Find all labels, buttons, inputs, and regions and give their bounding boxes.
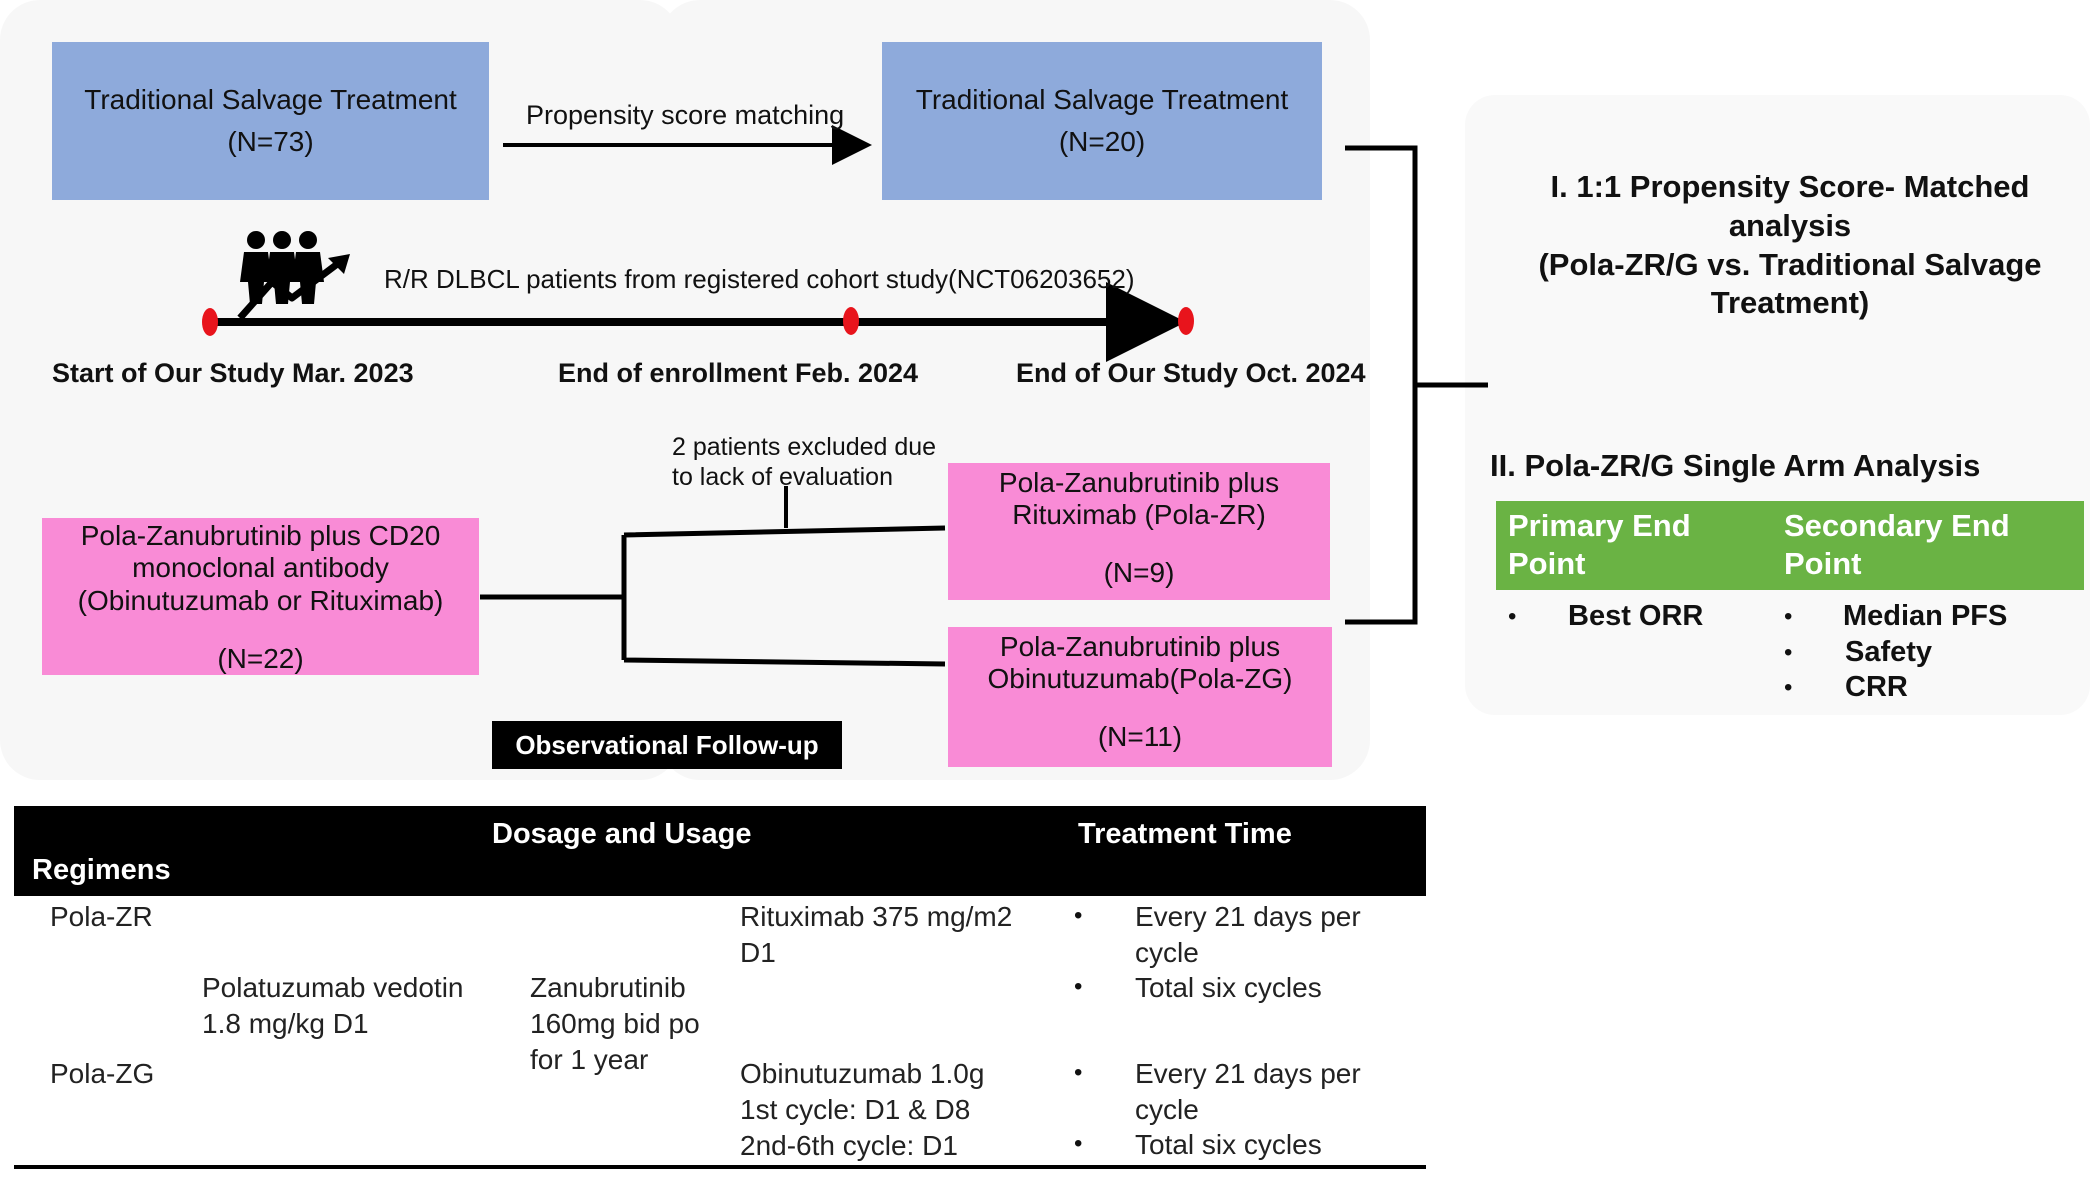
cell-line: 160mg bid po [530, 1007, 700, 1039]
cell-line: Every 21 days per [1135, 1058, 1361, 1089]
cell-line: Obinutuzumab 1.0g [740, 1058, 985, 1089]
study-end-marker [1178, 307, 1194, 335]
bullet: • [1074, 1059, 1083, 1086]
header-treatment-time: Treatment Time [1078, 818, 1292, 850]
upward-trend-arrow-icon [237, 254, 350, 321]
cell-line: 2nd-6th cycle: D1 [740, 1129, 958, 1161]
box-line: monoclonal antibody [132, 552, 389, 584]
psm-analysis-title: I. 1:1 Propensity Score- Matched analysi… [1500, 168, 2080, 323]
cell-line: cycle [1135, 936, 1199, 968]
header-line: Point [1784, 545, 1862, 581]
traditional-treatment-box-a: Traditional Salvage Treatment (N=73) [52, 42, 489, 200]
primary-endpoint-item: Best ORR [1568, 600, 1704, 632]
cell-line: for 1 year [530, 1043, 649, 1075]
people-group-icon [240, 231, 324, 304]
milestone-enrollment-end: End of enrollment Feb. 2024 [558, 358, 919, 388]
primary-endpoint-header: Primary End Point [1508, 507, 1691, 583]
cell-line: Zanubrutinib [530, 972, 686, 1003]
bullet: • [1508, 603, 1517, 630]
box-count: (N=73) [227, 126, 314, 157]
bullet: • [1074, 1130, 1083, 1157]
box-line: Pola-Zanubrutinib plus [998, 467, 1280, 498]
box-line: Obinutuzumab(Pola-ZG) [987, 663, 1293, 695]
cell-line: cycle [1135, 1093, 1199, 1125]
followup-label: Observational Follow-up [492, 721, 842, 769]
secondary-endpoint-header: Secondary End Point [1784, 507, 2010, 583]
bracket-to-right [1345, 145, 1488, 625]
right-panel [1465, 95, 2090, 715]
time-zg-total: Total six cycles [1135, 1129, 1322, 1160]
cell-line: Every 21 days per [1135, 901, 1361, 932]
single-arm-title: II. Pola-ZR/G Single Arm Analysis [1490, 448, 1981, 483]
time-zg-schedule: Every 21 days per cycle [1135, 1056, 1361, 1128]
cell-line: Rituximab 375 mg/m2 [740, 901, 1013, 932]
excluded-note-line: to lack of evaluation [672, 463, 893, 491]
time-zr-total: Total six cycles [1135, 972, 1322, 1003]
bullet: • [1784, 674, 1793, 701]
milestone-study-end: End of Our Study Oct. 2024 [1016, 358, 1366, 388]
box-line: Rituximab (Pola-ZR) [1012, 499, 1266, 531]
box-title: Traditional Salvage Treatment [915, 84, 1289, 115]
box-count: (N=9) [1103, 557, 1175, 589]
box-title: Traditional Salvage Treatment [84, 84, 457, 115]
regimen-pola-zg: Pola-ZG [50, 1058, 155, 1089]
table-header [14, 806, 1426, 896]
title-line: I. 1:1 Propensity Score- Matched [1550, 169, 2030, 204]
polatuzumab-dosage: Polatuzumab vedotin 1.8 mg/kg D1 [202, 970, 464, 1042]
split-bracket [480, 525, 946, 667]
header-regimens: Regimens [32, 854, 171, 886]
zanubrutinib-dosage: Zanubrutinib 160mg bid po for 1 year [530, 970, 700, 1077]
enrollment-end-marker [843, 307, 859, 335]
traditional-treatment-box-b: Traditional Salvage Treatment (N=20) [882, 42, 1322, 200]
title-line: analysis [1728, 207, 1852, 243]
header-line: Primary End [1508, 508, 1691, 543]
box-count: (N=11) [1097, 721, 1183, 753]
title-line: Treatment) [1710, 285, 1870, 321]
obinutuzumab-dosage: Obinutuzumab 1.0g 1st cycle: D1 & D8 2nd… [740, 1056, 984, 1163]
bullet: • [1784, 639, 1793, 666]
box-line: Pola-Zanubrutinib plus [999, 631, 1281, 662]
secondary-endpoint-item: CRR [1845, 671, 1908, 703]
box-count: (N=20) [1058, 126, 1146, 157]
pola-zg-box: Pola-Zanubrutinib plus Obinutuzumab(Pola… [948, 627, 1332, 767]
excluded-note: 2 patients excluded due to lack of evalu… [672, 432, 936, 492]
header-line: Point [1508, 545, 1586, 581]
header-line: Secondary End [1784, 508, 2010, 543]
cell-line: 1st cycle: D1 & D8 [740, 1093, 971, 1125]
followup-text: Observational Follow-up [515, 729, 819, 760]
pola-cd20-box: Pola-Zanubrutinib plus CD20 monoclonal a… [42, 518, 479, 675]
regimen-pola-zr: Pola-ZR [50, 901, 153, 932]
rituximab-dosage: Rituximab 375 mg/m2 D1 [740, 899, 1012, 971]
header-dosage: Dosage and Usage [492, 818, 752, 850]
excluded-note-line: 2 patients excluded due [672, 433, 937, 461]
psm-label: Propensity score matching [526, 100, 845, 130]
endpoint-header: Primary End Point Secondary End Point [1496, 501, 2084, 590]
bullet: • [1784, 603, 1793, 630]
pola-zr-box: Pola-Zanubrutinib plus Rituximab (Pola-Z… [948, 463, 1330, 600]
cell-line: D1 [740, 936, 776, 968]
cell-line: Polatuzumab vedotin [202, 972, 464, 1003]
box-line: Pola-Zanubrutinib plus CD20 [80, 520, 441, 552]
secondary-endpoint-item: Safety [1845, 636, 1933, 668]
time-zr-schedule: Every 21 days per cycle [1135, 899, 1361, 971]
cell-line: 1.8 mg/kg D1 [202, 1007, 369, 1039]
bullet: • [1074, 902, 1083, 929]
cohort-label: R/R DLBCL patients from registered cohor… [384, 264, 1135, 294]
start-marker [202, 308, 218, 336]
box-line: (Obinutuzumab or Rituximab) [77, 584, 444, 616]
title-line: (Pola-ZR/G vs. Traditional Salvage [1538, 246, 2042, 282]
bullet: • [1074, 973, 1083, 1000]
secondary-endpoint-item: Median PFS [1843, 600, 2008, 632]
milestone-start: Start of Our Study Mar. 2023 [52, 358, 414, 388]
box-count: (N=22) [217, 642, 304, 674]
